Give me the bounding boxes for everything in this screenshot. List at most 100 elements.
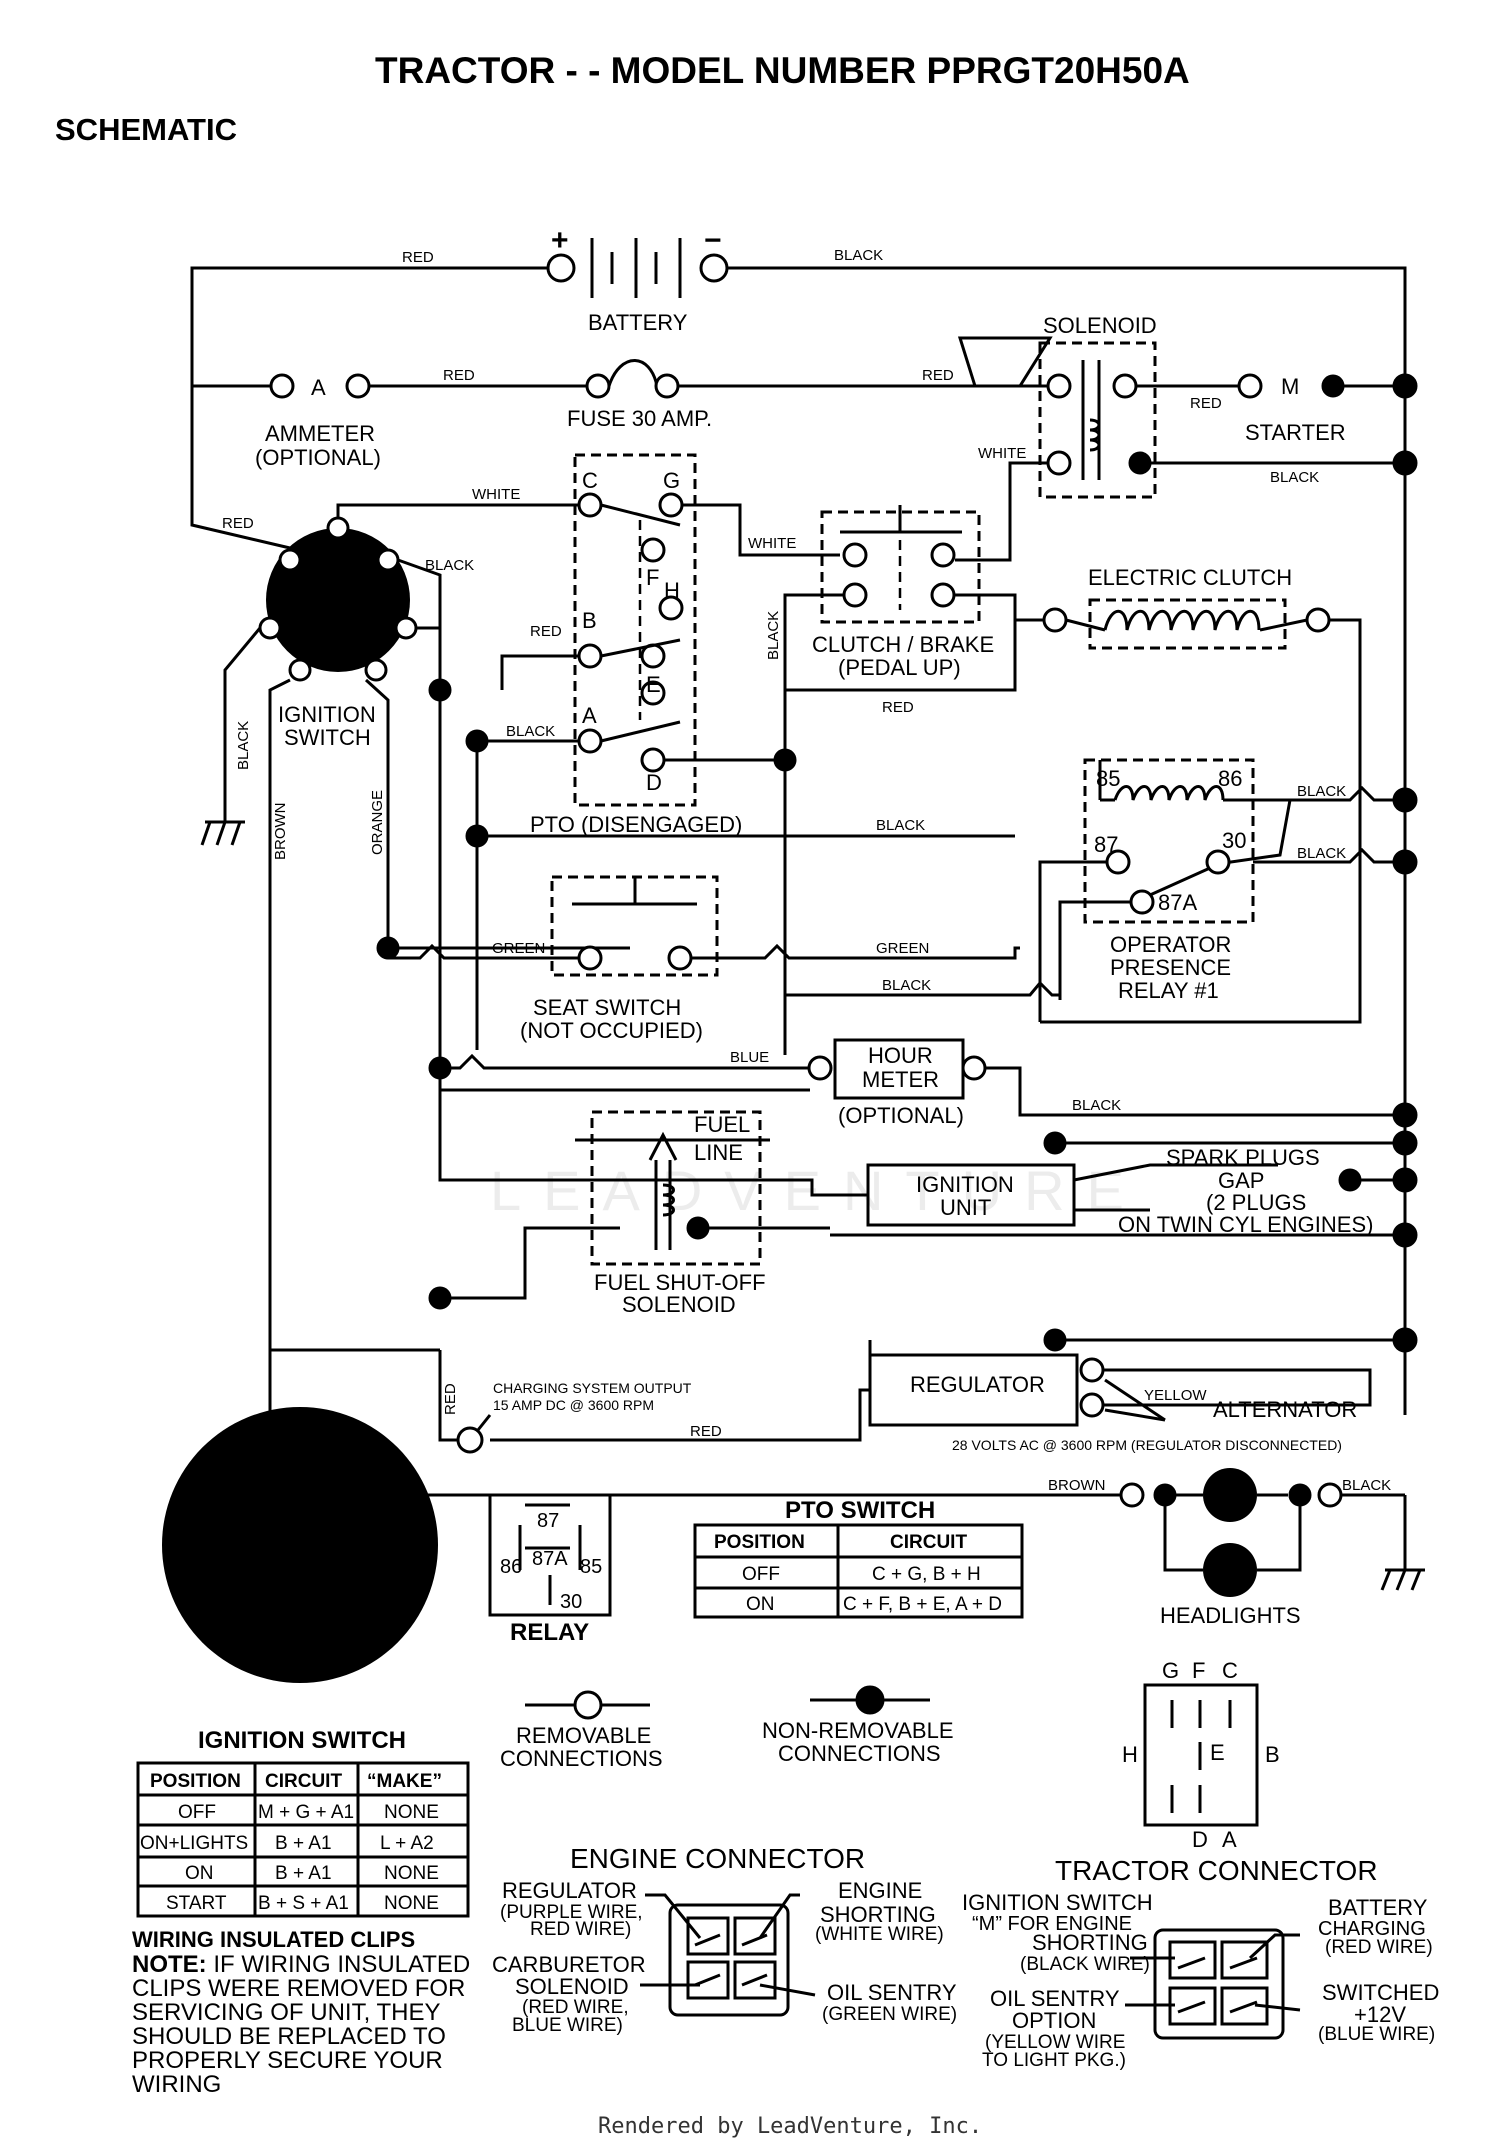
wire-black-relay1: BLACK	[1297, 783, 1346, 800]
seat-switch-label: SEAT SWITCH	[533, 995, 681, 1020]
alt-note: 28 VOLTS AC @ 3600 RPM (REGULATOR DISCON…	[952, 1437, 1342, 1453]
tc-oil4: TO LIGHT PKG.)	[982, 2050, 1126, 2071]
electric-clutch-label: ELECTRIC CLUTCH	[1088, 565, 1292, 590]
engine-connector: ENGINE CONNECTOR REGULATOR (PURPLE WIRE,…	[492, 1843, 957, 2036]
spark-label3: (2 PLUGS	[1206, 1190, 1306, 1215]
ignition-switch-label2: SWITCH	[284, 725, 371, 750]
pto-term-A: A	[582, 703, 597, 728]
ec-reg3: RED WIRE)	[530, 1919, 631, 1940]
ign-r2-circ: B + A1	[275, 1863, 332, 1884]
pto-term-C: C	[582, 468, 598, 493]
ign-th-make: “MAKE”	[367, 1771, 442, 1792]
battery-plus: +	[551, 224, 569, 257]
wire-red-reg: RED	[690, 1423, 722, 1440]
relay-label3: RELAY #1	[1118, 978, 1219, 1003]
ign-r3-pos: START	[166, 1893, 227, 1914]
legend-removable: REMOVABLE	[516, 1723, 651, 1748]
starter-motor	[1266, 360, 1318, 412]
ignition-switch-face: G L A1 S A2 M B	[162, 1407, 438, 1683]
spark-label1: SPARK PLUGS	[1166, 1145, 1320, 1170]
alternator-label: ALTERNATOR	[1213, 1397, 1357, 1422]
spark-label2: GAP	[1218, 1168, 1264, 1193]
wire-black-pto-bus: BLACK	[876, 817, 925, 834]
tc-sw2: +12V	[1354, 2002, 1406, 2027]
face-B: B	[362, 1585, 377, 1610]
schematic-heading: SCHEMATIC	[55, 112, 237, 147]
clips-note-line1: NOTE: IF WIRING INSULATED	[132, 1951, 470, 1978]
tractor-connector-title: TRACTOR CONNECTOR	[1055, 1855, 1378, 1886]
ign-r1-pos: ON+LIGHTS	[140, 1833, 248, 1854]
pto-th-circuit: CIRCUIT	[890, 1532, 967, 1553]
wire-brown-head: BROWN	[1048, 1477, 1106, 1494]
tc-oil1: OIL SENTRY	[990, 1986, 1120, 2011]
tc-sw1: SWITCHED	[1322, 1980, 1439, 2005]
charging-note1: CHARGING SYSTEM OUTPUT	[493, 1380, 692, 1396]
clips-title: WIRING INSULATED CLIPS	[132, 1927, 415, 1952]
ign-r0-make: NONE	[384, 1802, 439, 1823]
pto-term-H: H	[664, 578, 680, 603]
ign-table-title: IGNITION SWITCH	[198, 1727, 406, 1754]
ign-r2-make: NONE	[384, 1863, 439, 1884]
pto-term-E: E	[646, 672, 661, 697]
ign-term-S: S	[332, 558, 347, 583]
solenoid-label: SOLENOID	[1043, 313, 1157, 338]
spark-label4: ON TWIN CYL ENGINES)	[1118, 1212, 1373, 1237]
clips-note-line5: PROPERLY SECURE YOUR	[132, 2047, 443, 2074]
ec-reg2: (PURPLE WIRE,	[500, 1902, 643, 1923]
battery-symbol	[546, 238, 729, 298]
engine-connector-title: ENGINE CONNECTOR	[570, 1843, 865, 1874]
relay-icon-85: 85	[580, 1556, 602, 1578]
tc-ign3: SHORTING	[1032, 1930, 1148, 1955]
pin-G: G	[1162, 1658, 1179, 1683]
tc-oil2: OPTION	[1012, 2008, 1096, 2033]
face-M: M	[222, 1585, 240, 1610]
wire-green-left: GREEN	[492, 940, 545, 957]
face-A1: A1	[358, 1502, 385, 1527]
pto-th-position: POSITION	[714, 1532, 805, 1553]
fuel-solenoid-label: FUEL SHUT-OFF	[594, 1270, 766, 1295]
ign-r2-pos: ON	[185, 1863, 214, 1884]
battery-label: BATTERY	[588, 310, 688, 335]
wire-white-clutch: WHITE	[748, 535, 796, 552]
tc-sw3: (BLUE WIRE)	[1318, 2024, 1435, 2045]
relay-30: 30	[1222, 828, 1246, 853]
clips-note-line6: WIRING	[132, 2071, 221, 2098]
page-title: TRACTOR - - MODEL NUMBER PPRGT20H50A	[375, 50, 1190, 91]
ammeter-letter: A	[311, 375, 326, 400]
wire-black-clutch: BLACK	[765, 611, 782, 660]
wire-black-ign: BLACK	[425, 557, 474, 574]
pto-pin-diagram: G F C H E B D A	[1122, 1658, 1280, 1852]
wire-white-solenoid: WHITE	[978, 445, 1026, 462]
ammeter-label: AMMETER	[265, 421, 375, 446]
ec-oil: OIL SENTRY	[827, 1980, 957, 2005]
pin-H: H	[1122, 1742, 1138, 1767]
pto-row1-circ: C + F, B + E, A + D	[843, 1594, 1002, 1615]
pto-term-G: G	[663, 468, 680, 493]
charging-note2: 15 AMP DC @ 3600 RPM	[493, 1397, 654, 1413]
ign-term-M: M	[362, 580, 380, 605]
starter-letter: M	[1281, 374, 1299, 399]
relay-87A: 87A	[1158, 890, 1197, 915]
face-L: L	[288, 1468, 300, 1493]
regulator-label: REGULATOR	[910, 1372, 1045, 1397]
ignition-table: IGNITION SWITCH POSITION CIRCUIT “MAKE” …	[136, 1727, 470, 1918]
ec-eng: ENGINE	[838, 1878, 922, 1903]
pin-F: F	[1192, 1658, 1205, 1683]
watermark: LEADVENTURE	[490, 1159, 1146, 1222]
clips-note: WIRING INSULATED CLIPS NOTE: IF WIRING I…	[132, 1927, 470, 2098]
relay-icon-87: 87	[537, 1510, 559, 1532]
relay-86: 86	[1218, 766, 1242, 791]
wire-red-ammeter: RED	[443, 367, 475, 384]
tc-ign1: IGNITION SWITCH	[962, 1890, 1153, 1915]
wire-yellow: YELLOW	[1144, 1387, 1207, 1404]
ign-r0-circ: M + G + A1	[258, 1802, 354, 1823]
ign-term-L: L	[310, 640, 322, 665]
pin-C: C	[1222, 1658, 1238, 1683]
wire-white-ign: WHITE	[472, 486, 520, 503]
footer-text: Rendered by LeadVenture, Inc.	[598, 2114, 982, 2139]
wire-red-battery: RED	[402, 249, 434, 266]
headlights-label: HEADLIGHTS	[1160, 1603, 1301, 1628]
wire-orange: ORANGE	[369, 790, 386, 855]
pin-A: A	[1222, 1827, 1237, 1852]
